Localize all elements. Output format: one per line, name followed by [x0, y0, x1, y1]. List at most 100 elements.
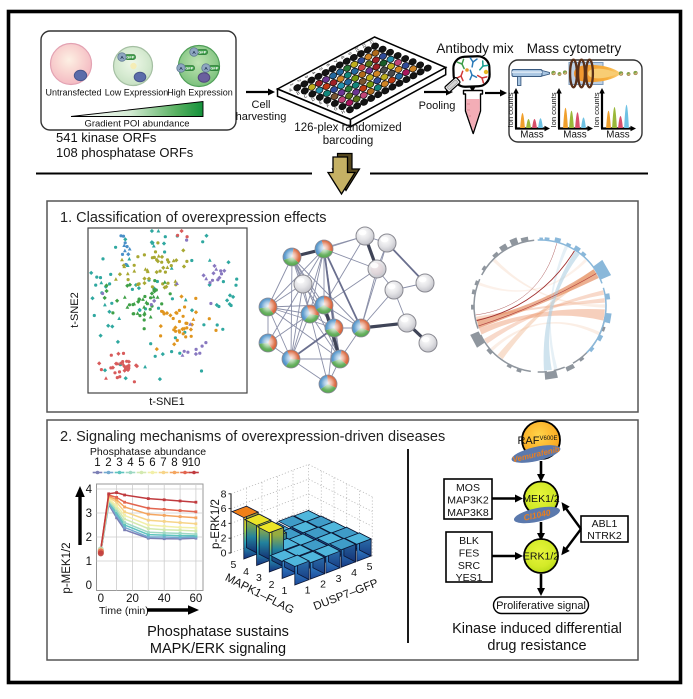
- svg-text:GFP: GFP: [198, 51, 206, 55]
- svg-text:9: 9: [182, 457, 188, 469]
- svg-text:4: 4: [221, 518, 227, 530]
- svg-text:Kinase induced differential: Kinase induced differential: [452, 621, 622, 637]
- svg-text:drug resistance: drug resistance: [487, 638, 586, 654]
- svg-text:Time (min): Time (min): [99, 605, 149, 617]
- svg-text:harvesting: harvesting: [236, 111, 287, 123]
- svg-text:2: 2: [296, 78, 302, 83]
- svg-text:1: 1: [289, 82, 295, 87]
- svg-text:barcoding: barcoding: [323, 135, 374, 147]
- svg-text:Ion counts: Ion counts: [506, 92, 515, 127]
- svg-text:2: 2: [320, 579, 326, 591]
- svg-text:A: A: [288, 87, 293, 93]
- svg-text:2: 2: [105, 457, 111, 469]
- svg-text:10: 10: [354, 46, 361, 53]
- svg-text:Mass: Mass: [520, 130, 544, 141]
- svg-text:A: A: [179, 66, 183, 72]
- svg-text:60: 60: [190, 593, 203, 605]
- svg-text:12: 12: [368, 38, 375, 45]
- svg-text:ERK1/2: ERK1/2: [523, 551, 559, 563]
- svg-text:20: 20: [126, 593, 139, 605]
- svg-text:2. Signaling mechanisms of ove: 2. Signaling mechanisms of overexpressio…: [60, 429, 445, 445]
- svg-text:4: 4: [243, 566, 249, 578]
- svg-text:2: 2: [221, 533, 227, 545]
- svg-text:7: 7: [333, 59, 339, 64]
- svg-text:A: A: [204, 66, 208, 72]
- svg-text:A: A: [192, 50, 196, 56]
- svg-text:ABL1: ABL1: [592, 518, 618, 530]
- svg-text:MAPK/ERK signaling: MAPK/ERK signaling: [150, 641, 286, 657]
- svg-text:A: A: [120, 55, 124, 61]
- svg-text:E: E: [318, 100, 323, 106]
- svg-text:Phosphatase sustains: Phosphatase sustains: [147, 624, 289, 640]
- svg-text:Cell: Cell: [252, 99, 271, 111]
- svg-text:C: C: [303, 93, 309, 99]
- svg-text:Low Expression: Low Expression: [105, 88, 169, 98]
- svg-text:MEK1/2: MEK1/2: [522, 493, 560, 505]
- svg-text:7: 7: [160, 457, 166, 469]
- svg-text:2: 2: [269, 579, 275, 591]
- svg-text:5: 5: [367, 561, 373, 573]
- svg-text:High Expression: High Expression: [167, 88, 233, 98]
- svg-text:Ion counts: Ion counts: [549, 92, 558, 127]
- svg-text:8: 8: [221, 488, 227, 500]
- svg-text:YES1: YES1: [456, 572, 483, 584]
- svg-text:MAP3K8: MAP3K8: [447, 507, 489, 519]
- svg-text:5: 5: [230, 559, 236, 571]
- svg-text:5: 5: [138, 457, 144, 469]
- svg-text:4: 4: [127, 457, 134, 469]
- svg-text:3: 3: [116, 457, 122, 469]
- svg-text:541 kinase ORFs: 541 kinase ORFs: [56, 130, 157, 145]
- svg-text:108 phosphatase ORFs: 108 phosphatase ORFs: [56, 145, 194, 160]
- svg-text:F: F: [326, 103, 331, 109]
- svg-text:4: 4: [351, 567, 357, 579]
- svg-text:G: G: [333, 106, 339, 112]
- svg-text:3: 3: [86, 508, 92, 520]
- svg-text:6: 6: [221, 503, 227, 515]
- svg-text:Pooling: Pooling: [419, 100, 456, 112]
- svg-text:8: 8: [171, 457, 177, 469]
- svg-text:BLK: BLK: [459, 535, 479, 547]
- svg-text:1: 1: [86, 556, 92, 568]
- svg-text:2: 2: [86, 532, 92, 544]
- svg-text:p-MEK1/2: p-MEK1/2: [61, 542, 73, 593]
- svg-text:B: B: [296, 90, 301, 96]
- svg-text:Antibody mix: Antibody mix: [436, 41, 514, 56]
- svg-text:6: 6: [325, 63, 331, 68]
- svg-text:Mass cytometry: Mass cytometry: [527, 41, 622, 56]
- svg-text:126-plex randomized: 126-plex randomized: [294, 122, 401, 134]
- svg-text:Ion counts: Ion counts: [592, 92, 601, 127]
- svg-text:FES: FES: [459, 547, 479, 559]
- svg-text:Mass: Mass: [563, 130, 587, 141]
- svg-text:Gradient POI abundance: Gradient POI abundance: [84, 119, 189, 130]
- svg-text:Phosphatase abundance: Phosphatase abundance: [90, 446, 206, 458]
- svg-text:D: D: [310, 96, 316, 102]
- svg-text:GFP: GFP: [185, 67, 193, 71]
- svg-text:3: 3: [256, 572, 262, 584]
- svg-text:8: 8: [340, 55, 346, 60]
- svg-text:0: 0: [98, 593, 104, 605]
- svg-text:5: 5: [318, 67, 324, 72]
- svg-text:Proliferative signal: Proliferative signal: [496, 600, 586, 612]
- svg-text:4: 4: [311, 71, 317, 76]
- svg-text:p-ERK1/2: p-ERK1/2: [210, 499, 222, 549]
- svg-text:Untransfected: Untransfected: [45, 88, 101, 98]
- svg-text:6: 6: [149, 457, 155, 469]
- svg-text:1. Classification of overexpre: 1. Classification of overexpression effe…: [60, 210, 327, 226]
- svg-text:Mass: Mass: [606, 130, 630, 141]
- svg-text:MAP3K2: MAP3K2: [447, 495, 489, 507]
- svg-text:GFP: GFP: [126, 56, 134, 60]
- svg-text:0: 0: [221, 548, 227, 560]
- svg-text:H: H: [341, 109, 346, 115]
- svg-text:1: 1: [305, 585, 311, 597]
- svg-text:GFP: GFP: [210, 67, 218, 71]
- svg-text:1: 1: [94, 457, 100, 469]
- svg-text:1: 1: [281, 585, 287, 597]
- svg-text:NTRK2: NTRK2: [587, 530, 622, 542]
- svg-text:t-SNE2: t-SNE2: [69, 292, 81, 327]
- svg-text:0: 0: [86, 580, 92, 592]
- svg-text:4: 4: [86, 484, 93, 496]
- svg-text:3: 3: [304, 75, 310, 80]
- svg-text:MOS: MOS: [456, 482, 480, 494]
- svg-text:t-SNE1: t-SNE1: [149, 396, 184, 408]
- svg-text:SRC: SRC: [458, 560, 481, 572]
